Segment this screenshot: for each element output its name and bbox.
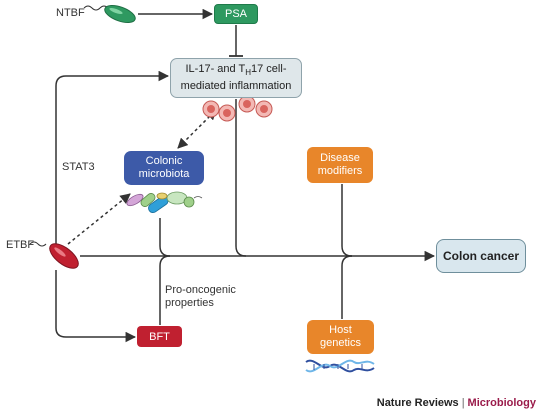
colon-cancer-node: Colon cancer	[436, 239, 526, 273]
immune-cell-icon	[202, 95, 273, 122]
pro-oncogenic-line2: properties	[165, 297, 214, 309]
microbiota-to-cancer-path	[159, 218, 171, 257]
microbiota-bacteria-icon	[126, 191, 203, 214]
disease-modifiers-node: Disease modifiers	[307, 147, 373, 183]
colonic-microbiota-node: Colonic microbiota	[124, 151, 204, 185]
credit-separator: |	[461, 397, 465, 409]
dna-helix-icon	[305, 359, 375, 373]
inflammation-line1: IL-17- and T	[185, 63, 246, 76]
inflammation-subscript: H	[245, 68, 252, 78]
host-genetics-path	[341, 255, 353, 319]
etbf-label: ETBF	[6, 239, 35, 251]
colonic-microbiota-line1: Colonic	[145, 155, 183, 167]
figure-credit: Nature Reviews|Microbiology	[377, 397, 536, 409]
ntbf-bacterium-icon	[83, 4, 136, 24]
bft-to-cancer-path	[159, 255, 171, 325]
pro-oncogenic-line1: Pro-oncogenic	[165, 284, 236, 296]
publisher-name: Nature Reviews	[376, 397, 459, 409]
host-genetics-node: Host genetics	[307, 320, 374, 354]
stat3-label: STAT3	[62, 161, 95, 173]
bft-node: BFT	[137, 326, 182, 347]
inflammation-line1b: 17 cell-	[251, 63, 287, 76]
disease-modifiers-line1: Disease	[320, 152, 360, 164]
journal-name: Microbiology	[467, 397, 536, 409]
pro-oncogenic-label: Pro-oncogenic properties	[165, 284, 236, 310]
stat3-path	[55, 70, 170, 250]
disease-modifiers-path	[341, 184, 353, 257]
inflammation-to-cancer-path	[235, 99, 247, 257]
disease-modifiers-line2: modifiers	[317, 165, 363, 177]
inflammation-line2: mediated inflammation	[180, 79, 292, 92]
etbf-bacterium-icon	[29, 241, 79, 269]
psa-node: PSA	[214, 4, 258, 24]
etbf-to-bft-path	[55, 270, 137, 343]
etbf-to-microbiota-dashed-arrow	[67, 193, 131, 245]
host-genetics-line1: Host	[329, 324, 352, 336]
inflammation-node: IL-17- and TH17 cell- mediated inflammat…	[170, 58, 302, 98]
colonic-microbiota-line2: microbiota	[138, 168, 190, 180]
ntbf-label: NTBF	[56, 7, 85, 19]
host-genetics-line2: genetics	[320, 337, 361, 349]
